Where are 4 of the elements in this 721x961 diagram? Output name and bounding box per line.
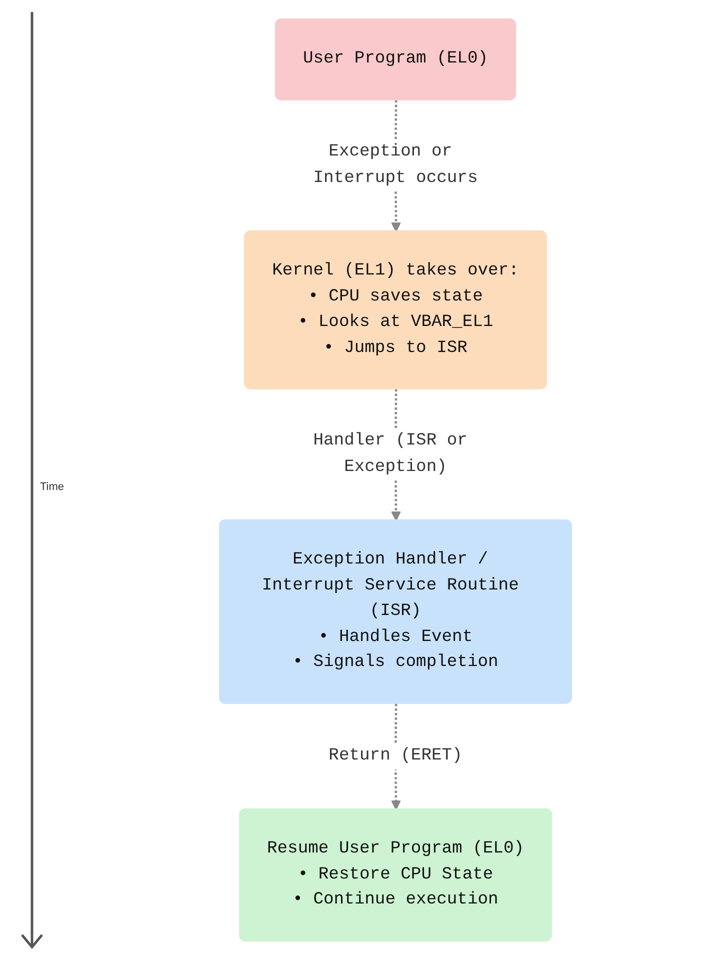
- axis-label: Time: [40, 480, 64, 492]
- edge-label: Exception or Interrupt occurs: [313, 142, 478, 188]
- edge-label: Handler (ISR or Exception): [313, 430, 468, 476]
- edge-label: Return (ERET): [328, 746, 462, 765]
